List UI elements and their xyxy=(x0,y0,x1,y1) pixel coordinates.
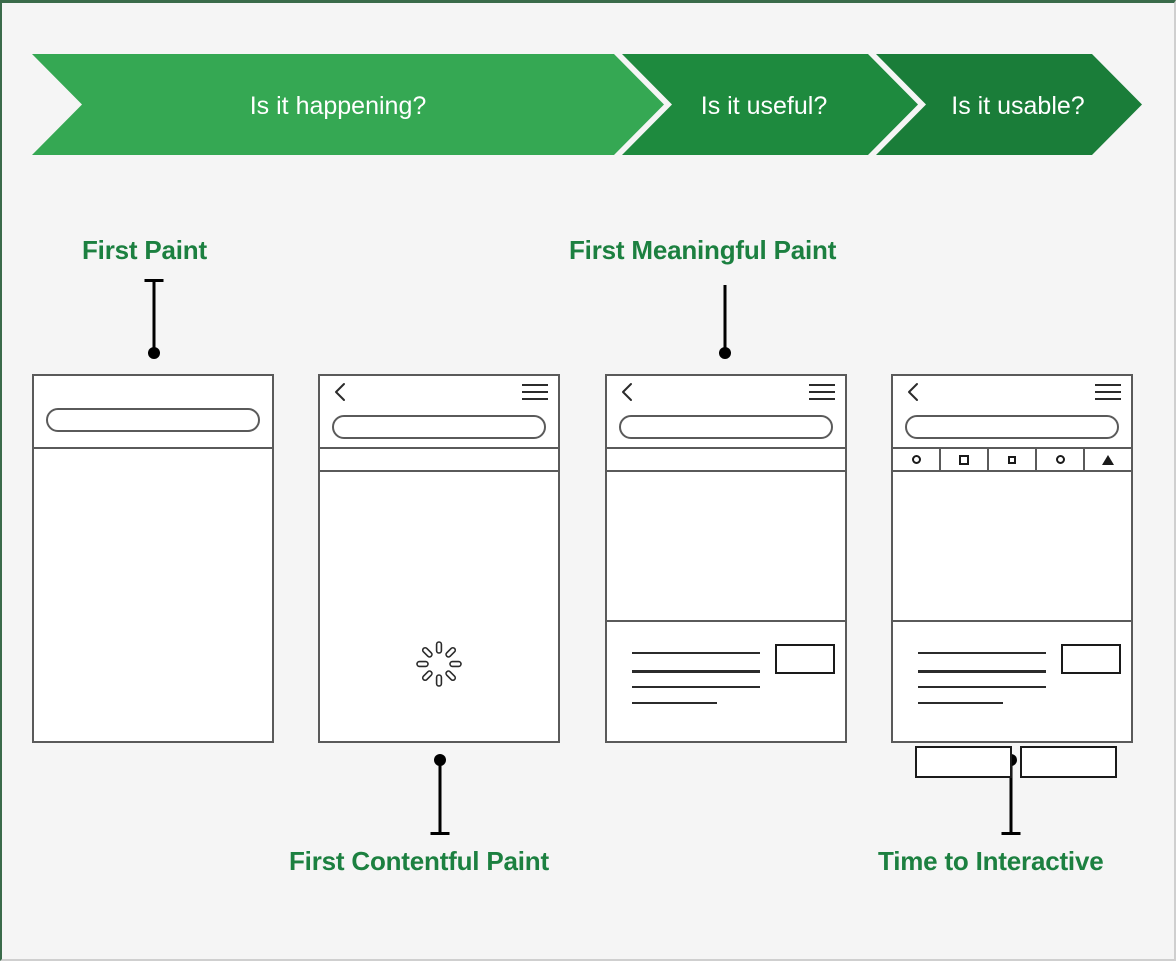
phase-label-is-it-useful: Is it useful? xyxy=(701,92,827,120)
leader-line-first-contentful-paint xyxy=(420,754,460,838)
chrome-icon-row xyxy=(893,376,1131,406)
leader-stem xyxy=(723,285,727,353)
leader-dot xyxy=(719,347,731,359)
text-line xyxy=(632,686,760,688)
url-bar[interactable] xyxy=(332,415,546,439)
metric-label-time-to-interactive: Time to Interactive xyxy=(878,846,1104,876)
leader-stem xyxy=(438,760,442,835)
content-divider xyxy=(891,620,1133,622)
leader-dot xyxy=(148,347,160,359)
phase-label-is-it-happening: Is it happening? xyxy=(250,92,427,120)
phase-banner: Is it happening? Is it useful? Is it usa… xyxy=(2,54,1174,155)
page-viewport xyxy=(34,449,272,814)
phone-wireframe-first-meaningful-paint xyxy=(605,374,847,743)
chrome-icon-row xyxy=(320,376,558,406)
circle-icon xyxy=(911,455,921,464)
text-line xyxy=(632,670,760,673)
url-bar[interactable] xyxy=(905,415,1119,439)
phase-chevron-is-it-usable[interactable]: Is it usable? xyxy=(876,54,1142,155)
toolbar-cell-3[interactable] xyxy=(989,449,1037,470)
page-viewport xyxy=(891,472,1133,837)
text-line xyxy=(632,652,760,654)
content-divider xyxy=(605,620,847,622)
content-box xyxy=(1061,644,1121,674)
toolbar-cell-5[interactable] xyxy=(1085,449,1131,470)
text-line xyxy=(918,652,1046,654)
metric-label-first-contentful-paint: First Contentful Paint xyxy=(289,846,549,876)
diagram-canvas: Is it happening? Is it useful? Is it usa… xyxy=(2,3,1174,959)
phase-chevron-is-it-happening[interactable]: Is it happening? xyxy=(32,54,664,155)
browser-chrome xyxy=(320,376,558,449)
triangle-icon xyxy=(1102,454,1114,465)
text-line xyxy=(918,670,1046,673)
phone-wireframe-first-paint xyxy=(32,374,274,743)
phase-label-is-it-usable: Is it usable? xyxy=(951,92,1084,120)
back-chevron-icon[interactable] xyxy=(332,382,348,402)
metric-label-first-paint: First Paint xyxy=(82,235,207,265)
phone-wireframe-time-to-interactive xyxy=(891,374,1133,778)
hamburger-menu-icon[interactable] xyxy=(809,384,835,400)
empty-toolbar-strip xyxy=(607,449,845,472)
browser-chrome xyxy=(34,376,272,449)
icon-toolbar-strip xyxy=(893,449,1131,472)
url-bar[interactable] xyxy=(46,408,260,432)
page-viewport xyxy=(320,472,558,837)
leader-line-first-paint xyxy=(134,279,174,359)
leader-stem xyxy=(152,279,156,351)
hamburger-menu-icon[interactable] xyxy=(522,384,548,400)
metric-label-first-meaningful-paint: First Meaningful Paint xyxy=(569,235,837,265)
toolbar-cell-4[interactable] xyxy=(1037,449,1085,470)
page-viewport xyxy=(605,472,847,837)
leader-stem xyxy=(1009,760,1013,835)
toolbar-cell-1[interactable] xyxy=(893,449,941,470)
chrome-icon-row xyxy=(607,376,845,406)
circle-icon xyxy=(1055,455,1065,464)
action-button-right[interactable] xyxy=(1020,746,1117,778)
text-line xyxy=(918,702,1003,704)
square-icon xyxy=(959,454,969,465)
leader-cap xyxy=(430,832,450,835)
chrome-icon-row xyxy=(34,376,272,406)
browser-chrome xyxy=(607,376,845,449)
url-bar[interactable] xyxy=(619,415,833,439)
phase-chevron-is-it-useful[interactable]: Is it useful? xyxy=(622,54,918,155)
small-square-icon xyxy=(1008,455,1016,464)
empty-toolbar-strip xyxy=(320,449,558,472)
content-box xyxy=(775,644,835,674)
text-line xyxy=(632,702,717,704)
hamburger-menu-icon[interactable] xyxy=(1095,384,1121,400)
toolbar-cell-2[interactable] xyxy=(941,449,989,470)
text-line xyxy=(918,686,1046,688)
leader-cap xyxy=(1001,832,1021,835)
phone-wireframe-first-contentful-paint xyxy=(318,374,560,743)
browser-chrome xyxy=(893,376,1131,449)
leader-line-first-meaningful-paint xyxy=(705,285,745,359)
back-chevron-icon[interactable] xyxy=(905,382,921,402)
action-button-left[interactable] xyxy=(915,746,1012,778)
loading-spinner-icon xyxy=(416,641,462,687)
back-chevron-icon[interactable] xyxy=(619,382,635,402)
